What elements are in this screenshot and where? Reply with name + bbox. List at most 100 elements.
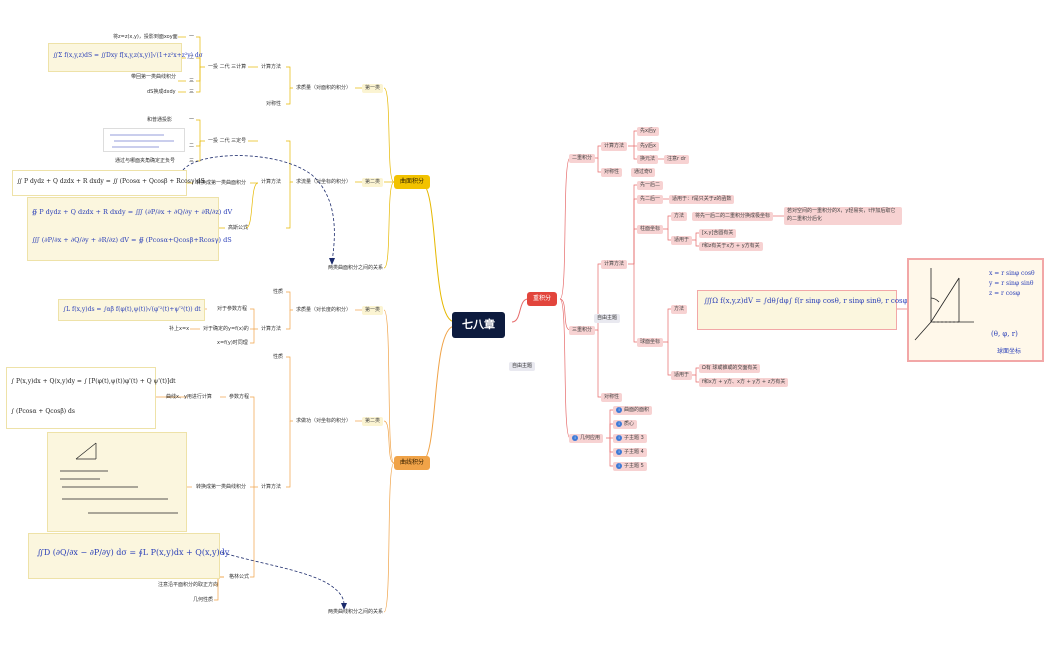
node-surface-first-symmetry[interactable]: 对称性 [266,101,282,107]
node-cyl-method[interactable]: 方法 [671,212,688,221]
root-multiple-integral[interactable]: 重积分 [527,292,558,306]
node-y-then-x[interactable]: 先y后x [637,142,659,151]
info-icon: i [616,462,622,469]
node-cyl-app-1[interactable]: [x,y]含圆有关 [699,229,737,238]
node-triple-integral[interactable]: 三重积分 [569,326,596,335]
node-line-convert[interactable]: 转换成第一类曲线积分 [196,484,247,490]
node-surface-one-two-three[interactable]: 一投 二代 三计算 [208,64,247,70]
node-line-param-eq[interactable]: 参数方程 [229,394,250,400]
node-substitution[interactable]: 换元法 [637,155,659,164]
step-2[interactable]: 二 [189,55,195,61]
info-icon: i [572,434,578,441]
gauss-formula-b: ∭ (∂P/∂x + ∂Q/∂y + ∂R/∂z) dV = ∯ (Pcosα+… [32,236,232,244]
floating-topic[interactable]: 自由主题 [509,362,536,371]
line-first-formula: ∫L f(x,y)ds = ∫αβ f(φ(t),ψ(t))√(φ'²(t)+ψ… [63,306,201,313]
sph-x-eq: x = r sinφ cosθ [989,270,1035,277]
step2-1-text[interactable]: 和普通投影 [147,117,173,123]
step-1-text[interactable]: 将z=z(x,y)，投影到面xoy面 [113,34,178,40]
node-surface-second[interactable]: 第二类 [362,178,384,187]
node-cylindrical[interactable]: 柱面坐标 [637,225,664,234]
node-green[interactable]: 格林公式 [229,574,250,580]
node-triple-symmetry[interactable]: 对称性 [601,393,623,402]
node-line-relation[interactable]: 两类曲线积分之间的关系 [328,609,384,615]
node-surface-convert[interactable]: 转换成第一类曲面积分 [196,180,247,186]
node-green-geo[interactable]: 几何性质 [193,597,214,603]
label: 子主题 5 [624,463,644,469]
green-formula-image: ∬D (∂Q/∂x − ∂P/∂y) dσ = ∮L P(x,y)dx + Q(… [28,533,229,579]
node-line-second[interactable]: 第二类 [362,417,384,426]
step2-1[interactable]: 一 [189,117,195,123]
node-gauss[interactable]: 高斯公式 [228,225,249,231]
node-surface-first[interactable]: 第一类 [362,84,384,93]
step-1[interactable]: 一 [189,34,195,40]
node-surface-first-desc[interactable]: 求质量（对面积的积分） [296,85,352,91]
node-line-second-nature[interactable]: 性质 [273,354,284,360]
node-cyl-extra[interactable]: 若对空间的一重积分的X，y轻易实，t作加后取它的二重积分后化 [784,207,902,225]
step-3[interactable]: 三 [189,78,195,84]
surface-first-formula: ∬Σ f(x,y,z)dS = ∬Dxy f[x,y,z(x,y)]√(1+z²… [53,52,203,59]
root-line-integral[interactable]: 曲线积分 [394,456,431,470]
node-line-first-calc[interactable]: 计算方法 [261,326,282,332]
info-icon: i [616,420,622,427]
node-line-param-note[interactable]: 曲线x、y用进行计算 [166,394,212,400]
node-double-calc[interactable]: 计算方法 [601,142,628,151]
node-two-then-one[interactable]: 先二后一 [637,195,664,204]
step-3b[interactable]: 三 [189,89,195,95]
node-sph-app-2[interactable]: f和x方 + y方、x方 + y方 + z方有关 [699,378,789,387]
node-triple-calc[interactable]: 计算方法 [601,260,628,269]
node-x-then-y[interactable]: 先x后y [637,127,659,136]
label: 曲面的面积 [624,407,650,413]
node-surface-second-desc[interactable]: 求流量（对坐标的积分） [296,179,352,185]
line-second-formula-a: ∫ P(x,y)dx + Q(x,y)dy = ∫ [P(φ(t),ψ(t))φ… [11,378,176,385]
node-double-symmetry-note[interactable]: 通过奇0 [631,168,656,177]
step2-2[interactable]: 二 [189,143,195,149]
central-topic[interactable]: 七八章 [452,312,505,338]
node-green-orient[interactable]: 注意沿平面积分的取正方向 [158,582,219,588]
node-sph-applies[interactable]: 适用于 [671,371,693,380]
node-rdr-note[interactable]: 注意r dr [664,155,689,164]
node-line-sub[interactable]: 补上x=x [169,326,190,332]
node-line-xy[interactable]: x=f(y)时同理 [217,340,248,346]
node-surface-second-calc[interactable]: 计算方法 [261,179,282,185]
node-sph-method[interactable]: 方法 [671,305,688,314]
node-surface-one-two-three-2[interactable]: 一投 二代 三定号 [208,138,247,144]
node-spherical[interactable]: 球面坐标 [637,338,664,347]
node-line-first[interactable]: 第一类 [362,306,384,315]
node-double-integral[interactable]: 二重积分 [569,154,596,163]
floating-topic-triple[interactable]: 自由主题 [594,314,621,323]
node-cyl-applies[interactable]: 适用于 [671,236,693,245]
node-line-explicit[interactable]: 对于确定的y=f(x)的 [203,326,249,332]
node-two-then-one-note[interactable]: 适用于：f是只关于z的函数 [669,195,735,204]
node-line-first-desc[interactable]: 求质量（对长度的积分） [296,307,352,313]
node-one-then-two[interactable]: 先一后二 [637,181,664,190]
node-surface-first-calc[interactable]: 计算方法 [261,64,282,70]
label: 子主题 3 [624,435,644,441]
node-line-param[interactable]: 对于参数方程 [217,306,248,312]
node-line-second-calc[interactable]: 计算方法 [261,484,282,490]
step-3-text[interactable]: dS换成dxdy [147,89,176,95]
surface-second-formula-image: ∬ P dydz + Q dzdx + R dxdy = ∬ (Pcosα + … [12,170,205,196]
line-second-formula-image: ∫ P(x,y)dx + Q(x,y)dy = ∫ [P(φ(t),ψ(t))φ… [6,367,176,429]
surface-second-formula: ∬ P dydz + Q dzdx + R dxdy = ∬ (Pcosα + … [17,178,205,185]
spherical-diagram-image: x = r sinφ cosθ y = r sinφ sinθ z = r co… [907,258,1044,362]
node-double-symmetry[interactable]: 对称性 [601,168,623,177]
root-surface-integral[interactable]: 曲面积分 [394,175,431,189]
node-line-first-nature[interactable]: 性质 [273,289,284,295]
node-cyl-app-2[interactable]: f和z有关于x方 + y方有关 [699,242,763,251]
step2-3[interactable]: 三 [189,158,195,164]
node-cyl-method-text[interactable]: 将先一后二的二重积分换成极坐标 [692,212,774,221]
node-line-second-desc[interactable]: 求做功（对坐标的积分） [296,418,352,424]
step2-3-text[interactable]: 通过与哪面夹角确定正负号 [115,158,176,164]
node-sph-app-1[interactable]: Ω有 球或锥或的交面有关 [699,364,761,373]
node-surface-relation[interactable]: 两类曲面积分之间的关系 [328,265,384,271]
sign-sketch [110,134,174,148]
step-2-text[interactable]: 带回第一类曲线积分 [131,74,177,80]
triangle-sketch [60,442,178,514]
spherical-axes-drawing [914,268,974,341]
